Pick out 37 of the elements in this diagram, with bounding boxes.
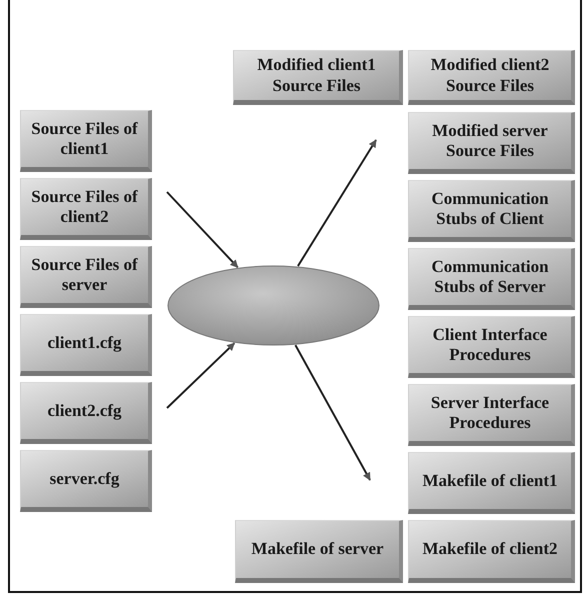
file-box: [408, 452, 575, 514]
arrow: [294, 344, 371, 481]
file-box: [20, 314, 152, 376]
box-label: client2.cfg: [46, 400, 123, 422]
box-label: Source Files of client1: [30, 118, 139, 160]
arrow: [166, 191, 238, 268]
file-box: [408, 248, 575, 310]
box-label: Modified server Source Files: [431, 120, 549, 162]
file-box: [20, 110, 152, 172]
box-label: Server Interface Procedures: [430, 392, 550, 434]
arrow: [297, 139, 377, 267]
arrow: [166, 342, 236, 409]
box-label: Modified client1 Source Files: [256, 55, 377, 96]
file-box: [235, 520, 403, 583]
file-box: [408, 112, 575, 174]
file-box: [408, 384, 575, 446]
box-label: Makefile of client2: [421, 539, 558, 560]
box-label: Client Interface Procedures: [432, 324, 548, 366]
file-box: [20, 450, 152, 512]
box-label: Modified client2 Source Files: [430, 55, 550, 96]
box-label: Communication Stubs of Server: [430, 256, 550, 298]
box-label: Makefile of client1: [421, 470, 558, 492]
file-box: [408, 520, 575, 583]
file-box: [233, 50, 403, 105]
file-box: [408, 50, 575, 105]
file-box: [20, 178, 152, 240]
box-label: Source Files of server: [30, 254, 139, 296]
box-label: Makefile of server: [250, 539, 385, 560]
file-box: [408, 316, 575, 378]
box-label: client1.cfg: [46, 332, 123, 354]
box-label: Communication Stubs of Client: [430, 188, 550, 230]
file-box: [408, 180, 575, 242]
box-label: server.cfg: [48, 468, 120, 490]
file-box: [20, 382, 152, 444]
file-box: [20, 246, 152, 308]
box-label: Source Files of client2: [30, 186, 139, 228]
process-ellipse: [167, 265, 380, 346]
